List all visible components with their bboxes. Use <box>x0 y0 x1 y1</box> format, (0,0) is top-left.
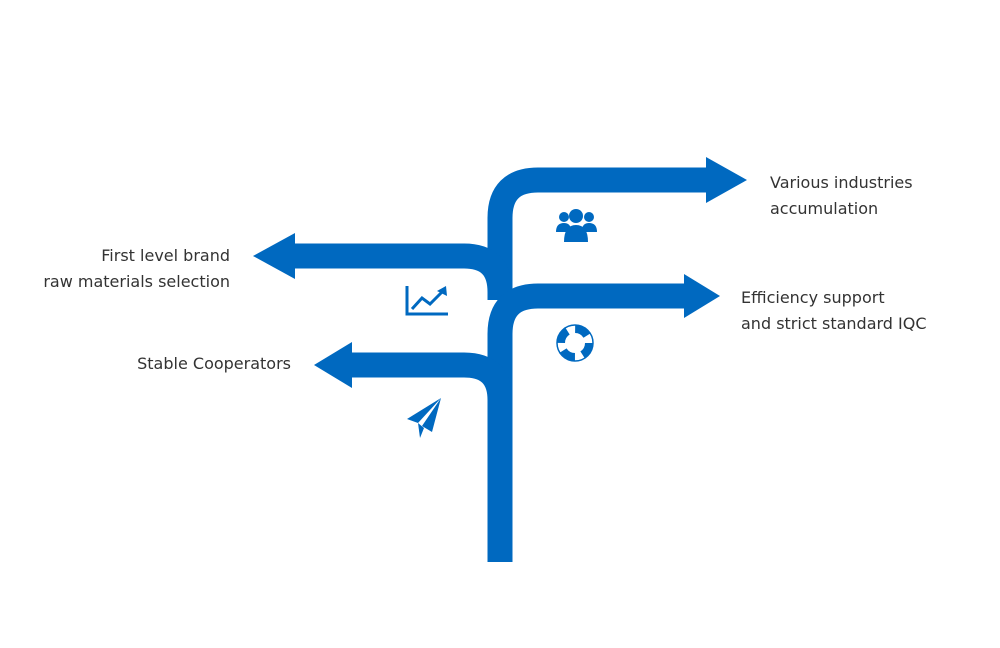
label-various-industries: Various industries accumulation <box>770 170 913 222</box>
users-group-icon <box>556 209 597 242</box>
arrowhead-first-level-brand <box>253 233 295 279</box>
branch-efficiency-support <box>487 283 686 420</box>
label-first-level-brand: First level brand raw materials selectio… <box>43 243 230 295</box>
label-stable-cooperators: Stable Cooperators <box>137 351 291 377</box>
label-line: Various industries <box>770 173 913 192</box>
label-line: raw materials selection <box>43 272 230 291</box>
branch-various-industries <box>487 167 708 300</box>
trend-chart-icon <box>405 286 448 316</box>
branch-stable-cooperators <box>350 352 513 420</box>
arrowhead-efficiency-support <box>684 274 720 318</box>
label-line: First level brand <box>101 246 230 265</box>
label-line: accumulation <box>770 199 879 218</box>
label-line: and strict standard IQC <box>741 314 927 333</box>
trend-chart-arrowhead <box>437 286 447 296</box>
label-line: Efficiency support <box>741 288 885 307</box>
label-line: Stable Cooperators <box>137 354 291 373</box>
label-efficiency-support: Efficiency support and strict standard I… <box>741 285 927 337</box>
paper-plane-icon <box>407 398 441 438</box>
lifebuoy-icon <box>556 324 594 362</box>
arrowhead-stable-cooperators <box>314 342 352 388</box>
arrowhead-various-industries <box>706 157 747 203</box>
branch-first-level-brand <box>292 243 513 305</box>
